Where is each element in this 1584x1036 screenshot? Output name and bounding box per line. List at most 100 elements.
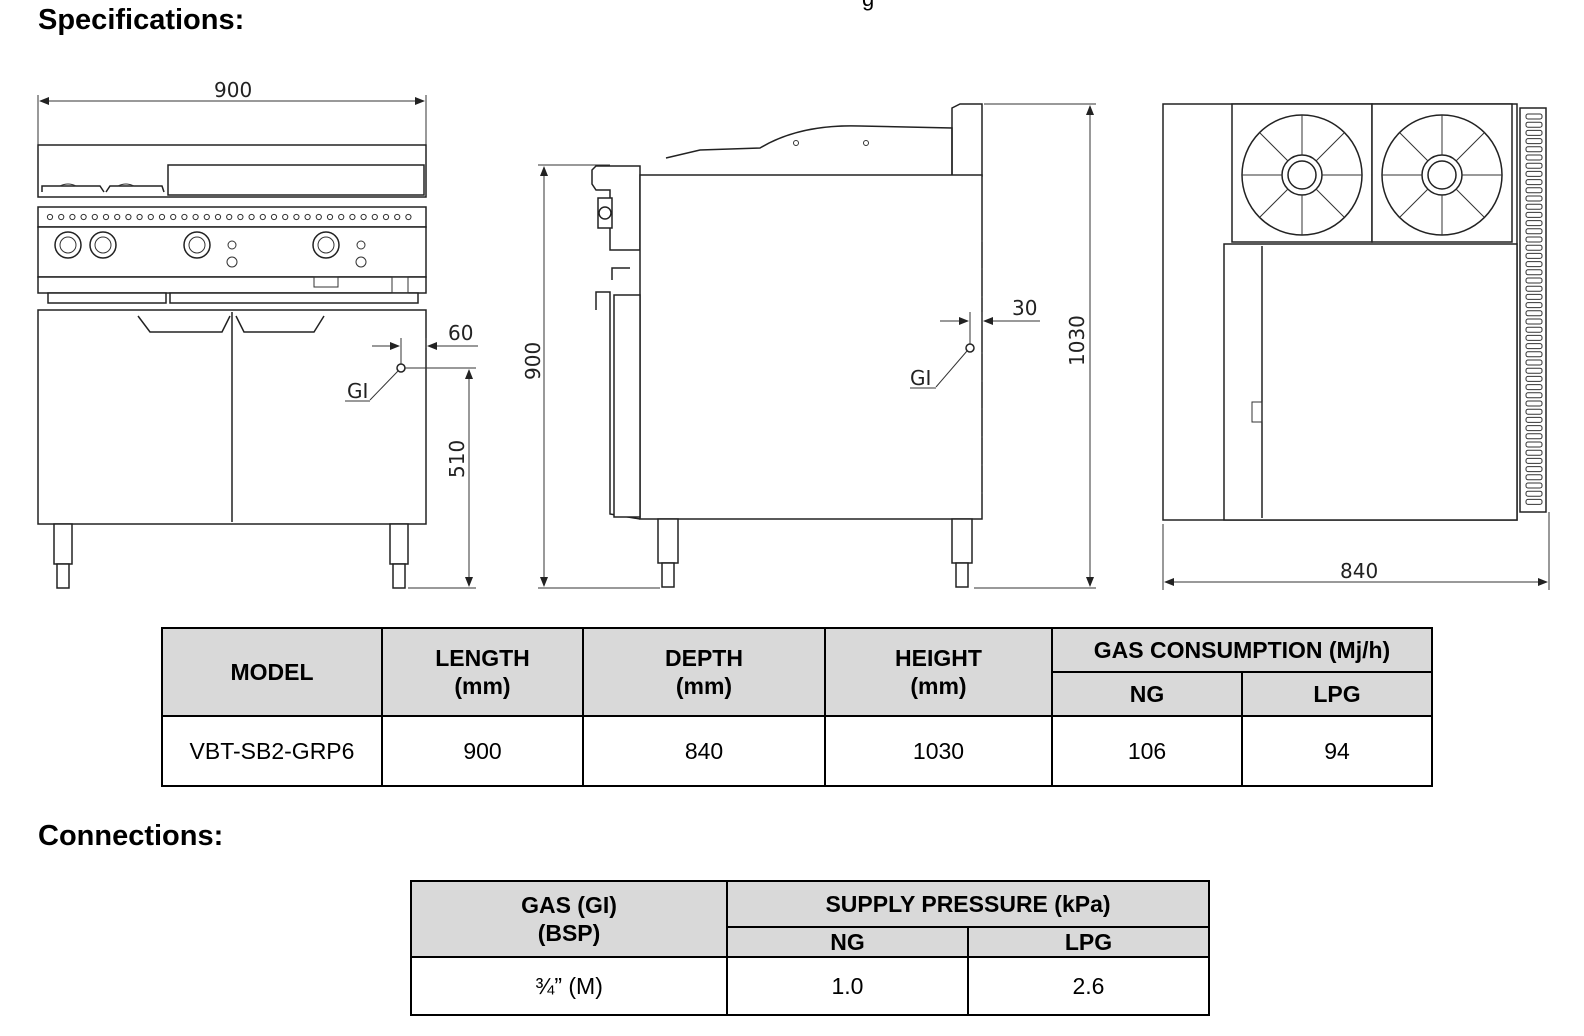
grill-slot [1525,310,1543,317]
grill-slot [1525,244,1543,251]
top-depth-dimension: 840 [1340,559,1378,583]
rivet [315,213,322,221]
header-conn-ng: NG [726,926,969,958]
connections-heading: Connections: [38,820,224,852]
rivet [304,213,311,221]
grill-slot [1525,490,1543,497]
table-row: ¾” (M) 1.0 2.6 [410,956,1210,1016]
grill-slot [1525,449,1543,456]
rivet [136,213,143,221]
grill-slot [1525,343,1543,350]
rivet [192,213,199,221]
grill-slot [1525,433,1543,440]
front-gas-height-dimension: 510 [445,440,469,478]
front-gas-offset-dimension: 60 [448,321,473,345]
header-model: MODEL [161,627,383,717]
rivet [125,213,132,221]
grill-slot [1525,179,1543,186]
grill-slot [1525,228,1543,235]
rivet [259,213,266,221]
grill-slot [1525,408,1543,415]
top-view: 840 [1162,103,1550,590]
control-knobs [54,231,367,268]
grill-slot [1525,293,1543,300]
stray-glyph: g [862,0,874,12]
grill-slot [1525,326,1543,333]
table-row: VBT-SB2-GRP6 900 840 1030 106 94 [161,715,1433,787]
rivet [80,213,87,221]
grill-slot [1525,392,1543,399]
cell-ng: 106 [1051,715,1243,787]
grill-slot [1525,302,1543,309]
grill-slot [1525,252,1543,259]
side-gas-offset-dimension: 30 [1012,296,1037,320]
grill-slot [1525,498,1543,505]
grill-slot [1525,195,1543,202]
rivet [226,213,233,221]
grill-slot [1525,220,1543,227]
rivet [114,213,121,221]
header-depth: DEPTH(mm) [582,627,826,717]
burner-right [1381,114,1503,236]
cell-conn-ng: 1.0 [726,956,969,1016]
grill-slot [1525,162,1543,169]
grill-slot [1525,466,1543,473]
grill-slot [1525,211,1543,218]
grill-slot [1525,367,1543,374]
cell-lpg: 94 [1241,715,1433,787]
rivet [91,213,98,221]
grill-slot [1525,129,1543,136]
rivet [46,213,54,221]
rivet [293,213,300,221]
connections-table: GAS (GI)(BSP) SUPPLY PRESSURE (kPa) NG L… [410,880,1210,1016]
rivet [394,213,401,221]
grill-slot [1525,482,1543,489]
rivet [170,213,177,221]
grill-slot [1525,425,1543,432]
header-gas-consumption: GAS CONSUMPTION (Mj/h) [1051,627,1433,673]
side-view: 900 30 GI 1030 [521,103,1096,589]
rivet [360,213,367,221]
rivet [326,213,334,221]
grill-slot [1525,203,1543,210]
cell-depth: 840 [582,715,826,787]
side-gas-label: GI [910,366,931,390]
grill-slot [1525,457,1543,464]
side-height-dimension: 900 [521,342,545,380]
header-length: LENGTH(mm) [381,627,584,717]
rivet [270,213,278,221]
burner-left [1241,114,1363,236]
side-total-height-dimension: 1030 [1065,315,1089,366]
grill-slot [1525,261,1543,268]
grill-slot [1525,416,1543,423]
rivet [349,213,356,221]
rivet [248,213,255,221]
header-lpg: LPG [1241,671,1433,717]
header-ng: NG [1051,671,1243,717]
grill-slot [1525,384,1543,391]
rivet [158,213,166,221]
rivet [58,213,65,221]
grill-slot [1525,359,1543,366]
grill-slot [1525,236,1543,243]
rivet [405,213,412,221]
rivet [147,213,154,221]
grill-slot [1525,187,1543,194]
header-gas-gi: GAS (GI)(BSP) [410,880,728,958]
rivet [371,213,378,221]
grill-slot [1525,375,1543,382]
rivet [102,213,110,221]
cell-length: 900 [381,715,584,787]
header-supply-pressure: SUPPLY PRESSURE (kPa) [726,880,1210,928]
grill-slot [1525,138,1543,145]
grill-slot [1525,318,1543,325]
rivet [181,213,188,221]
front-gas-label: GI [347,379,368,403]
grill-slot [1525,334,1543,341]
rivet [214,213,222,221]
rivet [69,213,76,221]
specifications-heading: Specifications: [38,4,245,36]
grill-slot [1525,113,1543,120]
rivet [382,213,390,221]
cell-conn-lpg: 2.6 [967,956,1210,1016]
